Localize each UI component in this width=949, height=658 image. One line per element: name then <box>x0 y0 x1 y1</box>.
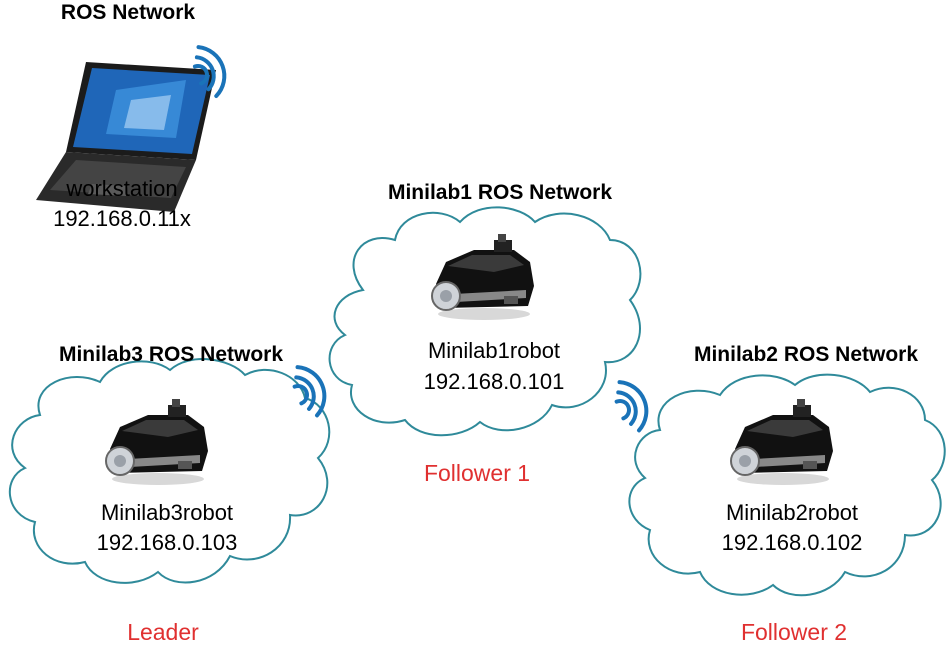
minilab1-role: Follower 1 <box>423 460 531 486</box>
minilab2-role: Follower 2 <box>740 619 848 645</box>
cloud-minilab1 <box>328 206 642 437</box>
laptop-icon <box>36 62 216 212</box>
minilab2-hostname: Minilab2robot <box>725 500 859 525</box>
cloud-minilab2 <box>628 373 946 597</box>
minilab3-hostname: Minilab3robot <box>100 500 234 525</box>
minilab2-ip: 192.168.0.102 <box>721 530 863 555</box>
cloud-minilab3 <box>8 358 331 584</box>
minilab1-ip: 192.168.0.101 <box>423 369 565 394</box>
minilab3-network-title: Minilab3 ROS Network <box>58 343 284 366</box>
minilab1-network-title: Minilab1 ROS Network <box>387 181 613 204</box>
minilab1-hostname: Minilab1robot <box>427 338 561 363</box>
minilab3-ip: 192.168.0.103 <box>96 530 238 555</box>
robot-icon-minilab1 <box>431 233 535 321</box>
minilab2-network-title: Minilab2 ROS Network <box>693 343 919 366</box>
robot-icon-minilab2 <box>730 398 834 486</box>
workstation-ip: 192.168.0.11x <box>53 206 191 231</box>
workstation-hostname: workstation <box>66 176 178 201</box>
robot-icon-minilab3 <box>105 398 209 486</box>
wifi-icon-minilab1 <box>608 374 656 437</box>
wifi-icon-minilab3 <box>286 359 334 422</box>
workstation-network-title: ROS Network <box>60 1 196 24</box>
minilab3-role: Leader <box>127 619 199 645</box>
